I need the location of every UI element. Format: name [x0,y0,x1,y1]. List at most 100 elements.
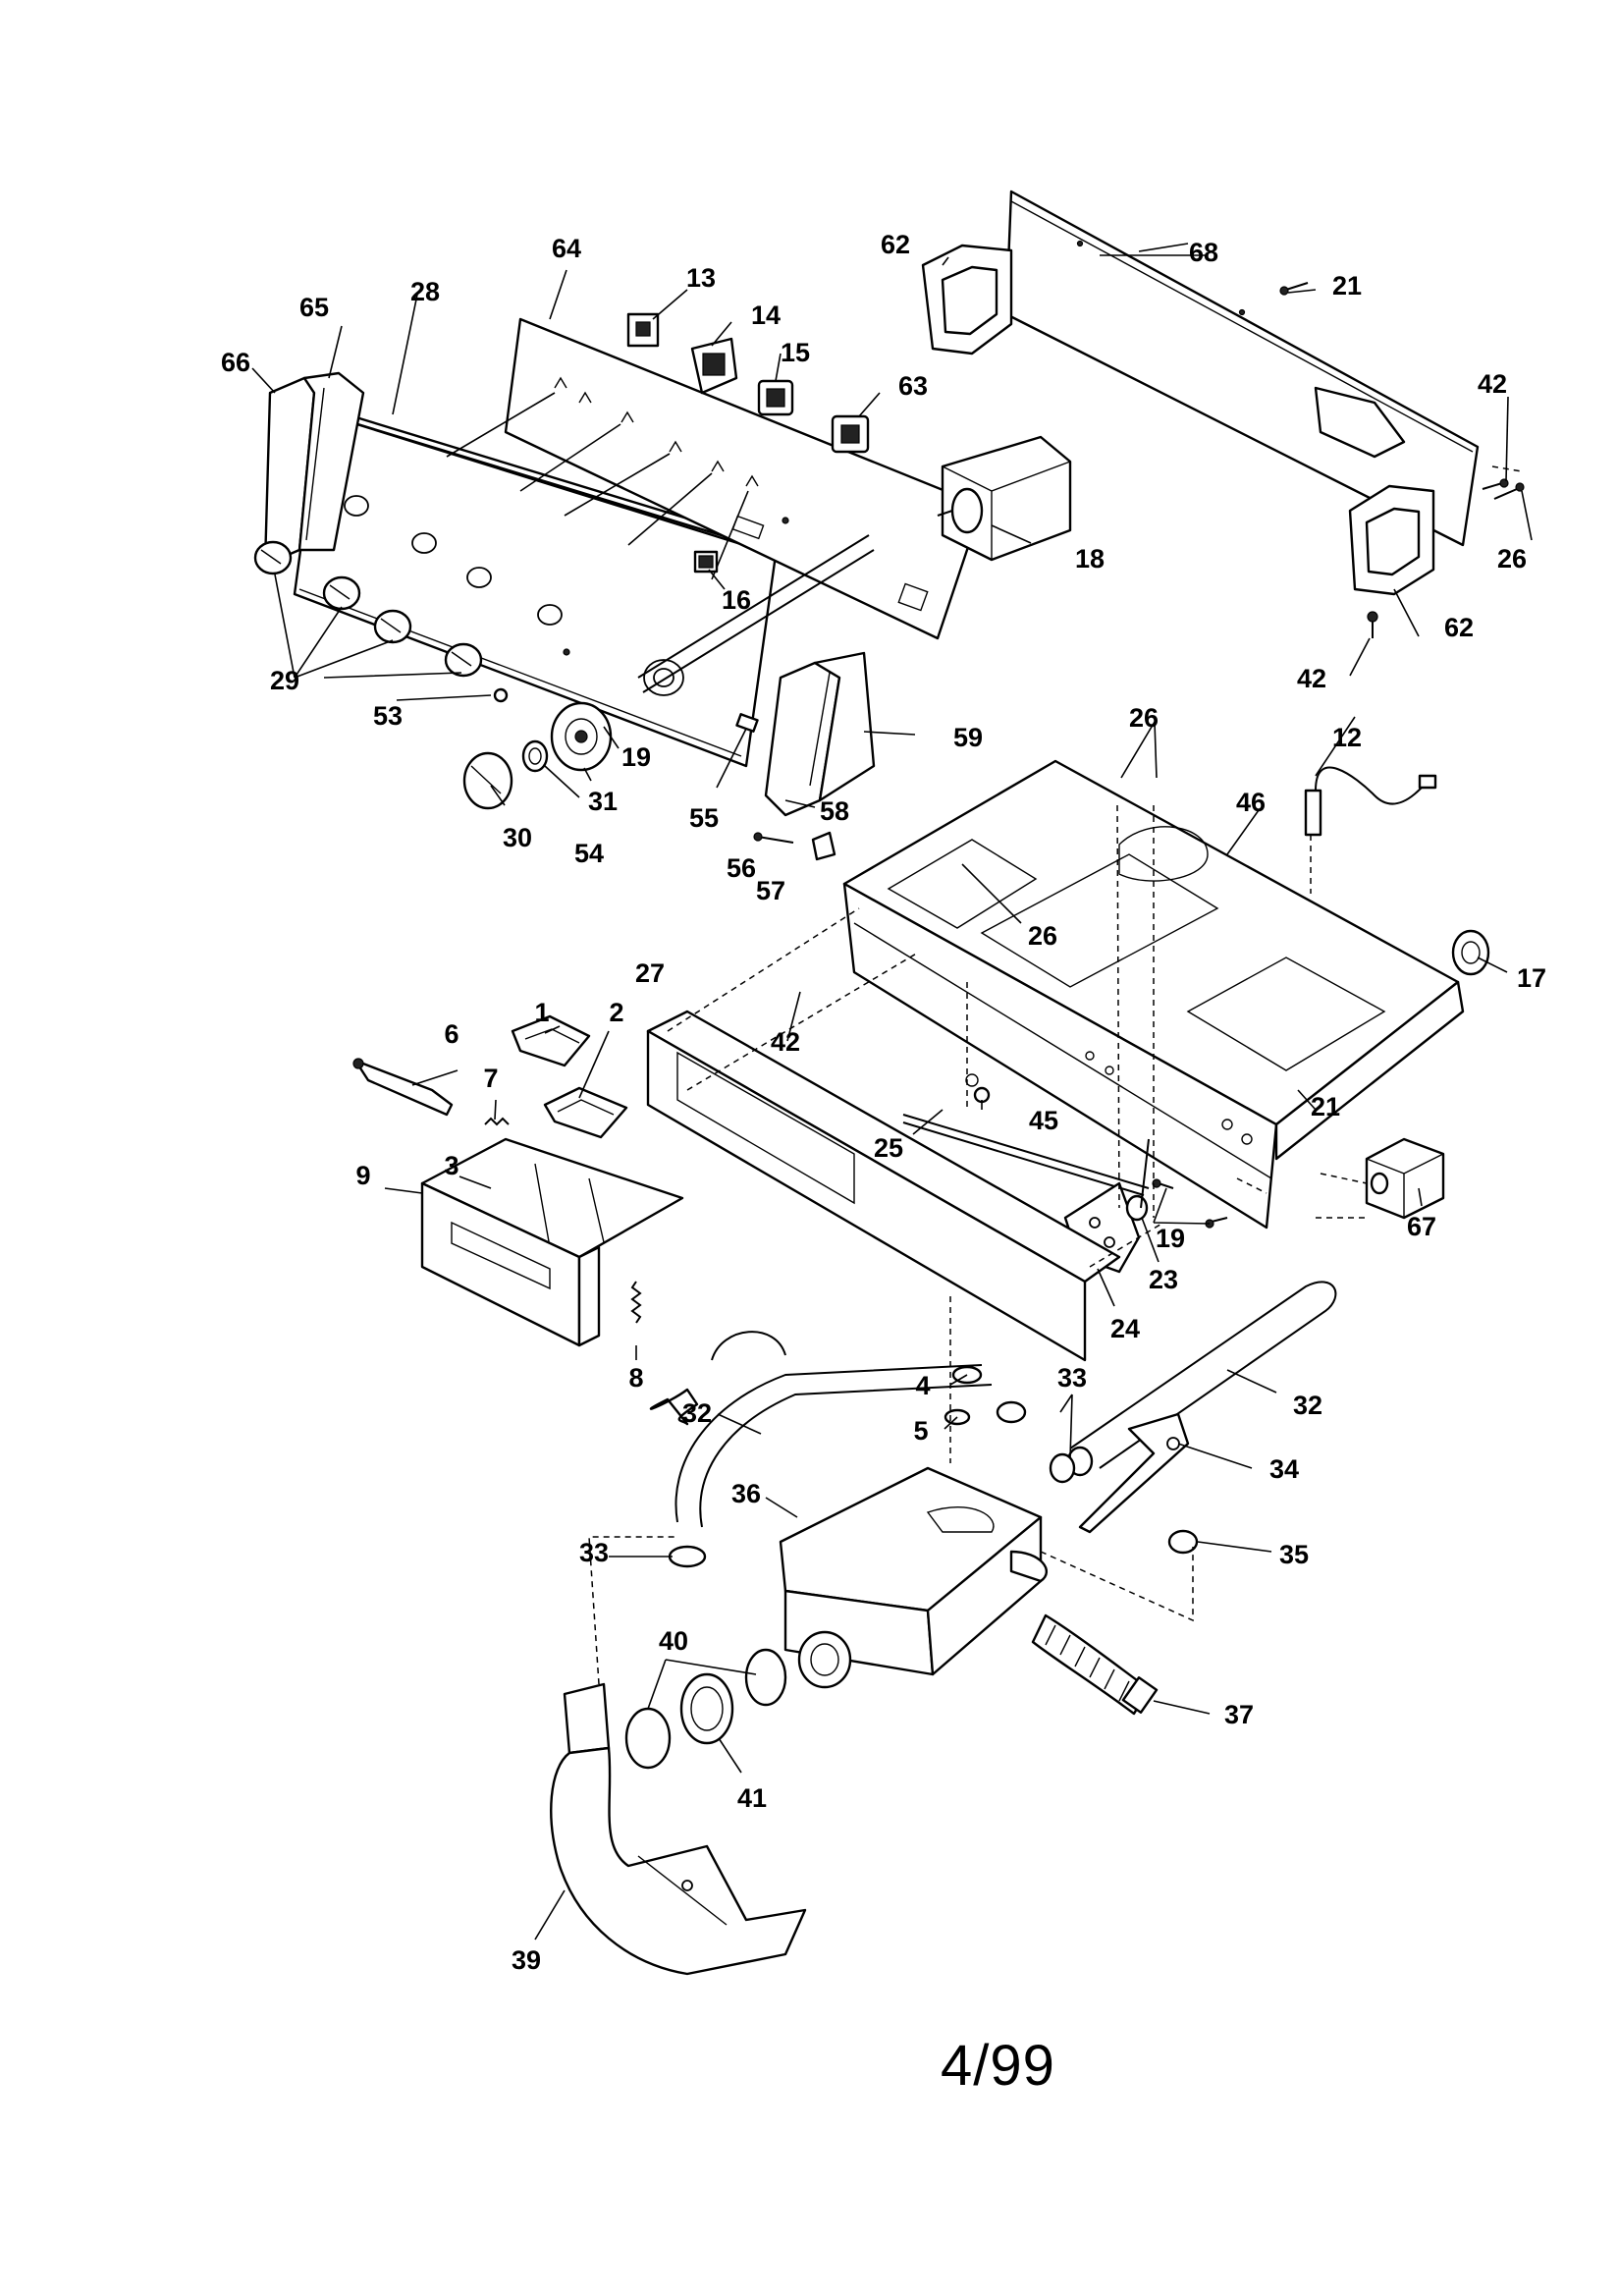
wire-sensor-part-12 [1304,766,1437,837]
panel-board-leaders [446,392,749,580]
callout-13: 13 [686,263,716,293]
knob-part-29 [253,540,483,678]
callout-42a: 42 [1478,369,1507,399]
callout-25: 25 [874,1133,903,1163]
drawer-front-part-9 [420,1181,601,1347]
drain-pipe-part-39 [550,1682,807,1976]
switch-part-16 [693,550,719,574]
callout-64: 64 [552,234,581,263]
callout-63: 63 [898,371,928,401]
callout-26b: 26 [1129,703,1159,733]
callout-5: 5 [913,1416,928,1446]
callout-16: 16 [722,585,751,615]
callout-27: 27 [635,958,665,988]
callout-2: 2 [609,998,623,1027]
callout-42b: 42 [1297,664,1326,693]
clip-part-57 [811,831,836,861]
callout-8: 8 [628,1363,643,1393]
left-end-cap-part-66 [263,371,365,567]
callout-66: 66 [221,348,250,377]
pressure-switch-part-17 [1451,929,1490,976]
callout-21b: 21 [1311,1092,1340,1121]
callout-28: 28 [410,277,440,306]
clamp-part-40 [624,1648,787,1770]
callout-12: 12 [1332,723,1362,752]
rear-panel-part-68 [1004,190,1480,547]
page-number: 4/99 [941,2034,1055,2098]
right-end-cap-part-59 [764,651,876,817]
callout-9: 9 [355,1161,370,1190]
spring-part-54 [521,739,549,773]
callout-54: 54 [574,839,604,868]
dial-part-31 [550,701,613,772]
screws-part-42-26 [1279,282,1525,638]
callout-33b: 33 [1057,1363,1087,1393]
callout-36: 36 [731,1479,761,1508]
callout-55: 55 [689,803,719,833]
bracket-part-62-left [921,244,1013,355]
screw-part-56 [753,832,794,844]
bolt-part-23 [1125,1138,1150,1222]
callout-24: 24 [1110,1314,1140,1343]
callout-57: 57 [756,876,785,905]
callout-45: 45 [1029,1106,1058,1135]
base-frame-part-46 [842,759,1465,1230]
timer-knob-part-30 [462,751,513,810]
callout-40: 40 [659,1626,688,1656]
callout-56: 56 [727,853,756,883]
callout-6: 6 [444,1019,458,1049]
callout-14: 14 [751,301,781,330]
callout-26c: 26 [1028,921,1057,951]
rod-part-25 [902,1114,1150,1196]
switch-part-13 [626,312,660,348]
callout-68: 68 [1189,238,1218,267]
callout-62b: 62 [1444,613,1474,642]
timer-motor-part-18 [937,435,1072,562]
callout-4: 4 [915,1371,930,1400]
dispenser-lever-part-6 [352,1058,454,1117]
callout-42c: 42 [771,1027,800,1057]
callout-15: 15 [781,338,810,367]
callout-39: 39 [512,1945,541,1975]
button-part-53 [493,687,509,703]
sump-bowl-part-36 [779,1466,1048,1689]
callout-41: 41 [737,1783,767,1813]
bracket-part-62-right [1348,484,1435,596]
callout-19a: 19 [621,742,651,772]
callout-29: 29 [270,666,299,695]
callout-62a: 62 [881,230,910,259]
callout-37: 37 [1224,1700,1254,1729]
mount-part-34 [1078,1412,1190,1534]
bushing-part-45 [973,1086,991,1104]
hose-part-32-right [1066,1281,1337,1477]
spring-part-7 [484,1117,510,1126]
callout-18: 18 [1075,544,1105,574]
dispenser-insert-part-2 [543,1086,628,1139]
callout-32a: 32 [682,1398,712,1428]
switch-part-63 [831,414,870,454]
lens-part-55 [735,713,759,733]
callout-7: 7 [483,1064,498,1093]
callout-30: 30 [503,823,532,852]
valve-part-67 [1365,1137,1445,1220]
hose-part-32-left [649,1331,993,1528]
callout-32b: 32 [1293,1391,1322,1420]
callout-3: 3 [444,1151,458,1180]
callout-21a: 21 [1332,271,1362,301]
callout-26a: 26 [1497,544,1527,574]
assembly-dashed-lines [588,465,1523,1685]
callout-31: 31 [588,787,618,816]
callout-53: 53 [373,701,403,731]
callout-65: 65 [299,293,329,322]
callout-labels: 1 2 3 4 5 6 7 8 9 12 13 14 15 16 17 18 1… [221,230,1546,1975]
callout-33a: 33 [579,1538,609,1567]
coupling-part-41 [679,1672,734,1745]
callout-19b: 19 [1156,1224,1185,1253]
callout-23: 23 [1149,1265,1178,1294]
callout-46: 46 [1236,788,1266,817]
callout-1: 1 [534,998,549,1027]
dispenser-cover-part-1 [511,1014,591,1067]
switch-part-14 [690,337,738,395]
switch-part-15 [757,379,794,416]
